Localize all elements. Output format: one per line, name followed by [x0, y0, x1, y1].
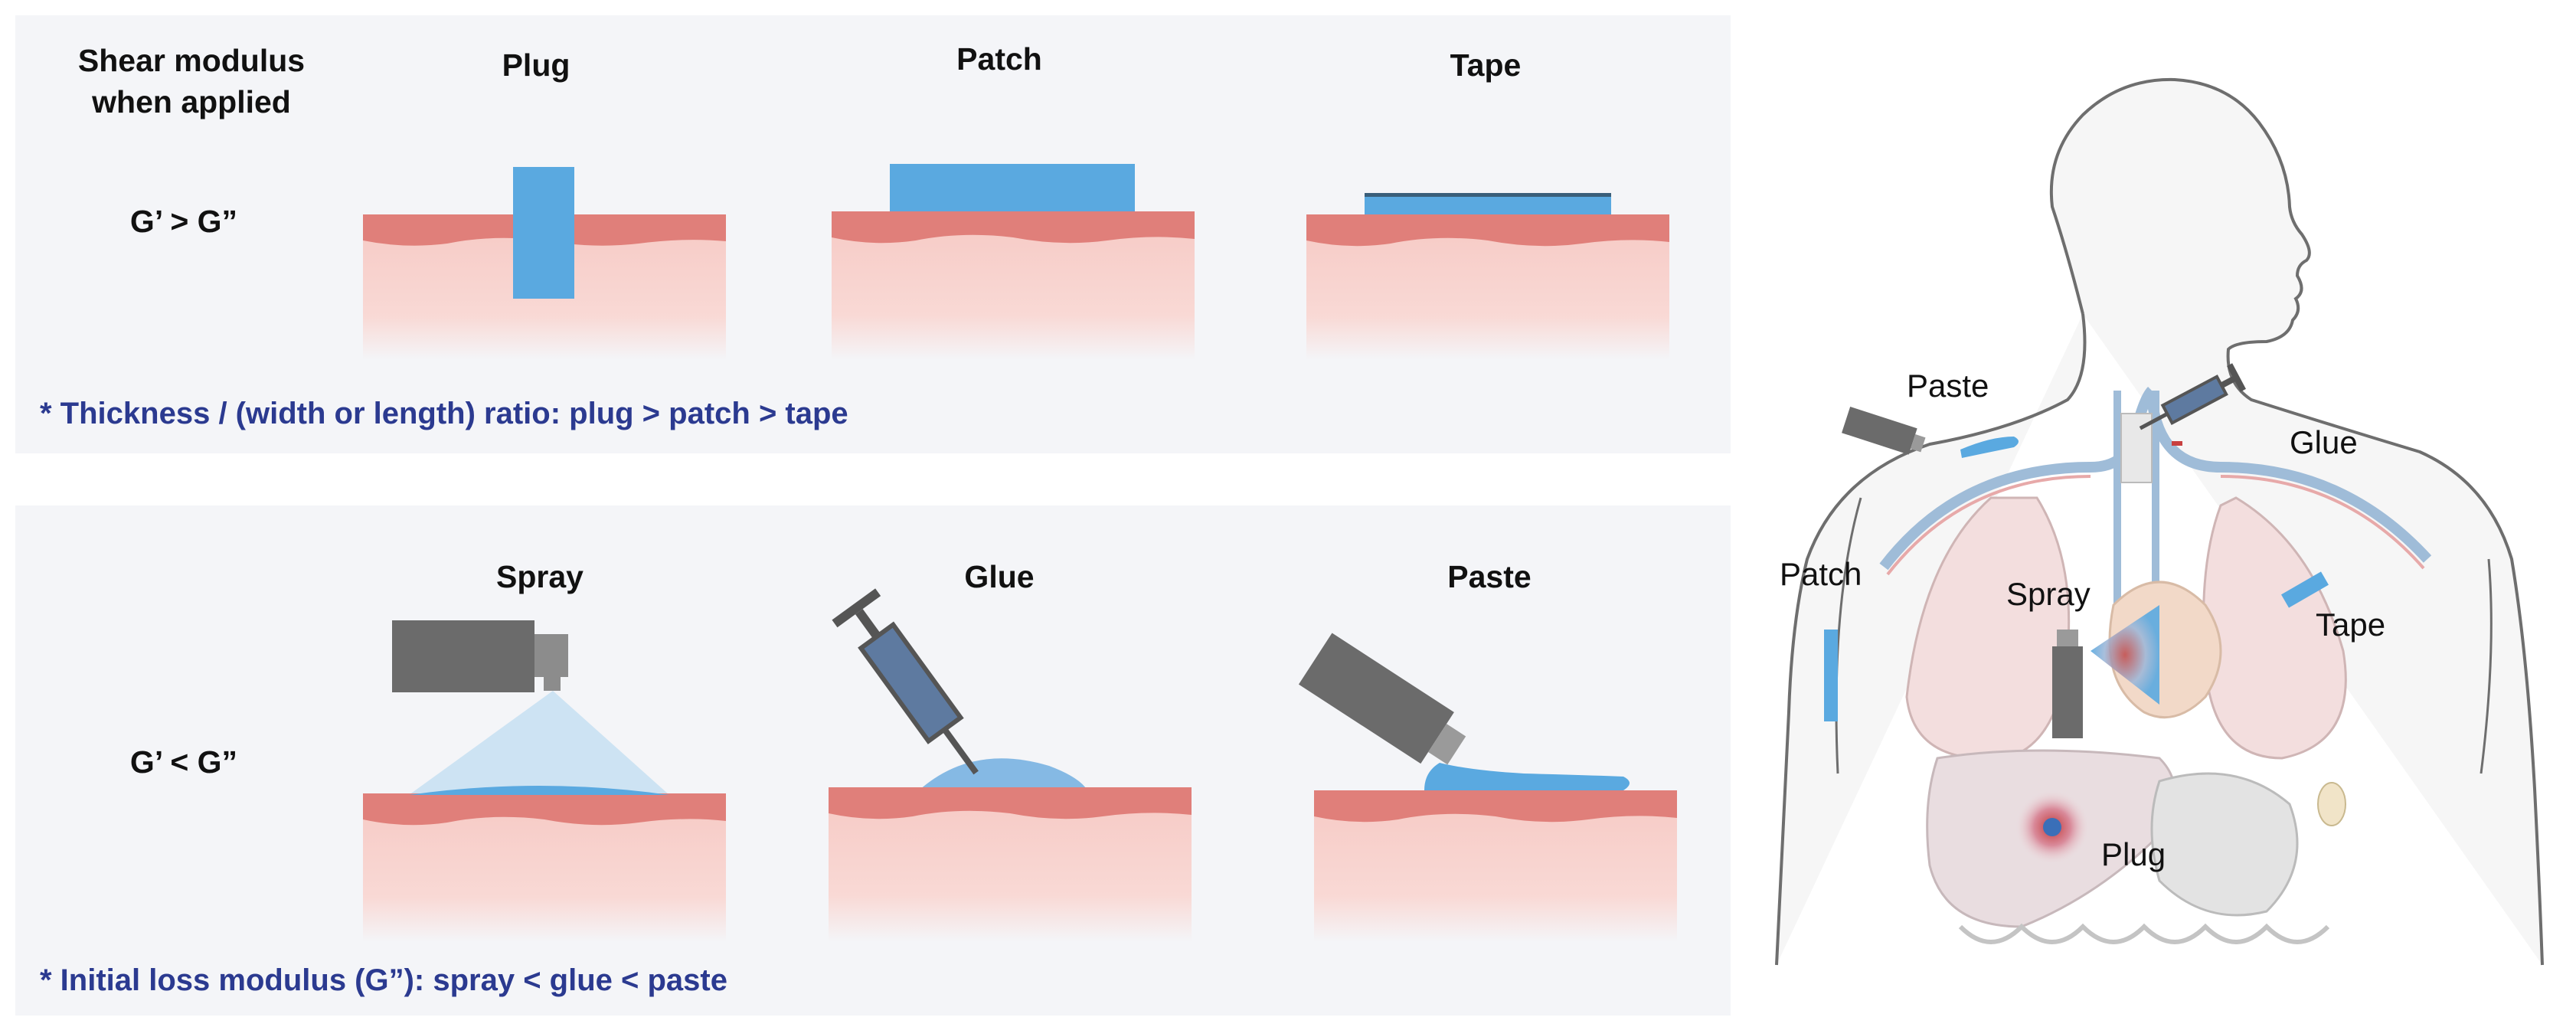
tissue-surface: [832, 211, 1195, 244]
spray-film: [409, 786, 669, 795]
body-figure: [1775, 77, 2544, 966]
spray-cone: [409, 691, 669, 795]
spray-device-body: [392, 620, 534, 692]
shear-modulus-header-line-1: Shear modulus: [77, 43, 306, 78]
glue-illustration: [829, 588, 1192, 942]
syringe-plunger-handle: [2227, 363, 2246, 392]
column-label-patch: Patch: [956, 41, 1042, 77]
paste-applicator-nozzle: [1911, 434, 1926, 453]
body-spray-cone: [2091, 605, 2159, 705]
gallbladder: [2317, 782, 2346, 826]
syringe-plunger-rod: [855, 609, 881, 639]
paste-applicator-body: [1842, 406, 1917, 455]
shear-modulus-header-line-2: when applied: [92, 84, 291, 119]
tissue-surface: [1306, 214, 1669, 247]
tape-adhesive: [1365, 195, 1611, 214]
body-tape: [2281, 571, 2329, 608]
paste-applicator-body: [1298, 633, 1454, 764]
body-label-patch: Patch: [1780, 556, 1862, 592]
shear-modulus-header: Shear modulus when applied: [54, 40, 329, 123]
tissue-surface: [1314, 790, 1677, 823]
spray-illustration: [363, 620, 726, 942]
plug-illustration: [363, 167, 726, 360]
tissue-surface: [363, 793, 726, 826]
condition-top: G’ > G”: [129, 204, 238, 239]
body-label-paste: Paste: [1907, 368, 1989, 404]
tape-backing: [1365, 193, 1611, 197]
syringe: [832, 588, 979, 775]
column-label-glue: Glue: [964, 559, 1035, 594]
condition-bottom: G’ < G”: [129, 744, 238, 780]
shoulder-line-right: [2480, 558, 2493, 774]
body-patch: [1824, 630, 1838, 721]
thickness-ratio-note: * Thickness / (width or length) ratio: p…: [40, 397, 848, 430]
syringe-needle: [2139, 412, 2169, 430]
column-label-spray: Spray: [496, 559, 584, 594]
body-spray-nozzle: [2057, 630, 2078, 646]
column-label-paste: Paste: [1447, 559, 1532, 594]
paste-applicator-nozzle: [1428, 724, 1466, 765]
syringe-needle: [942, 728, 979, 775]
syringe-plunger-handle: [832, 588, 881, 628]
paste-bead: [1424, 763, 1630, 790]
vessel-arch-red: [1886, 475, 2425, 576]
intestines: [1958, 923, 2330, 944]
body-label-glue: Glue: [2290, 424, 2358, 460]
body-label-spray: Spray: [2006, 576, 2091, 612]
body-spray-device: [2052, 646, 2083, 738]
tissue-surface: [829, 787, 1192, 819]
column-label-tape: Tape: [1450, 47, 1522, 83]
shoulder-line-left: [1835, 497, 1862, 774]
spray-device-nozzle: [534, 634, 568, 677]
tape-illustration: [1306, 193, 1669, 360]
spray-device-tip: [544, 677, 561, 691]
body-paste-bead: [1960, 437, 2019, 458]
body-label-plug: Plug: [2101, 836, 2166, 872]
body-glue-spot: [2172, 441, 2182, 446]
patch-adhesive: [890, 164, 1135, 211]
body-label-tape: Tape: [2316, 607, 2386, 643]
paste-illustration: [1298, 633, 1677, 942]
patch-illustration: [832, 164, 1195, 360]
syringe-barrel: [858, 621, 964, 744]
stomach: [2150, 772, 2299, 917]
body-plug: [2043, 818, 2061, 836]
body-glue-syringe: [2139, 363, 2246, 430]
glue-drop: [919, 758, 1087, 790]
plug-adhesive: [513, 167, 574, 299]
paste-applicator: [1298, 633, 1466, 765]
body-paste-applicator: [1842, 406, 1926, 455]
syringe-plunger-rod: [2220, 375, 2237, 388]
loss-modulus-note: * Initial loss modulus (G”): spray < glu…: [40, 963, 727, 997]
column-label-plug: Plug: [502, 47, 570, 83]
